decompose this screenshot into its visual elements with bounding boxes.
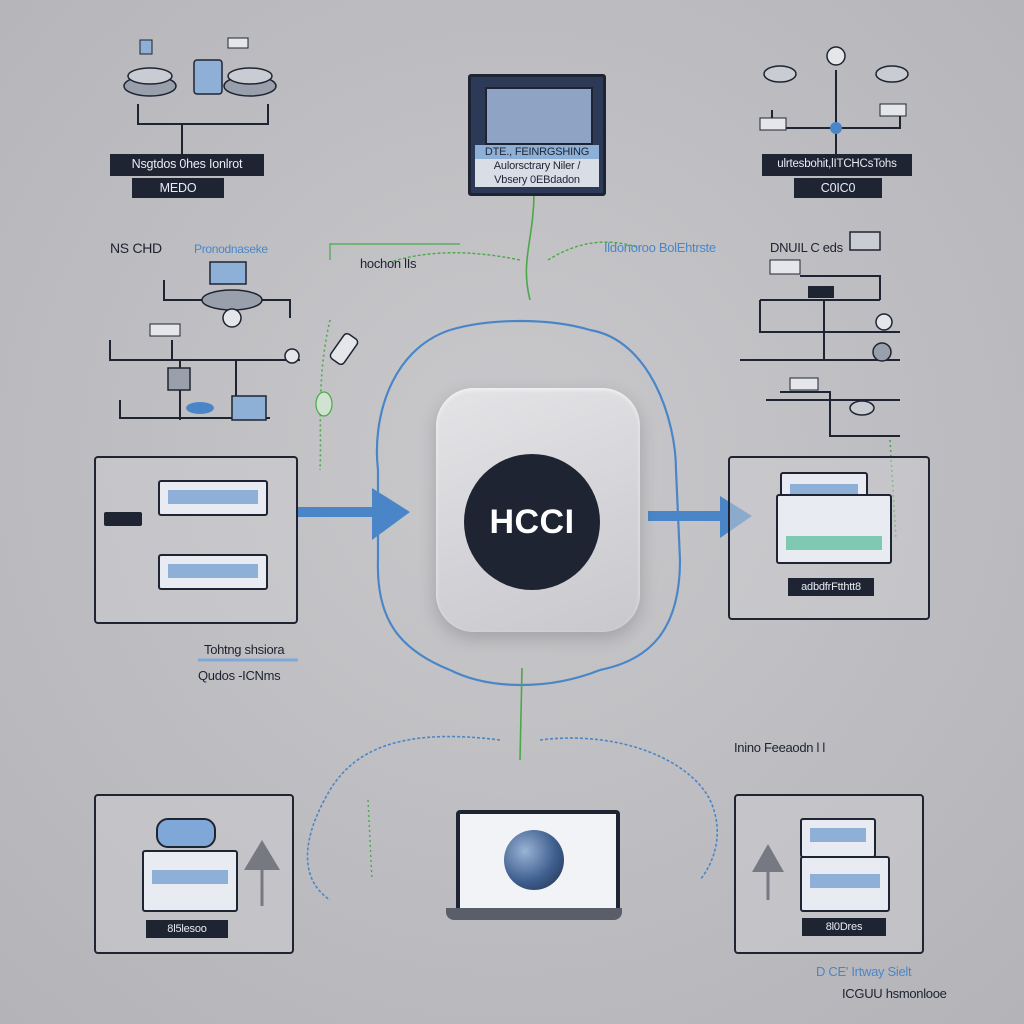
mid-right-label: Ildonoroo BolEhtrste bbox=[604, 240, 716, 255]
bottom-mid-label: Inino Feeaodn l l bbox=[734, 740, 826, 755]
mid-right-label2: DNUIL C eds bbox=[770, 240, 843, 255]
left-panel-caption1: Tohtng shsiora bbox=[204, 642, 285, 657]
top-center-monitor: DTE., FEINRGSHING Aulorsctrary Niler / V… bbox=[468, 74, 606, 196]
left-connector bbox=[104, 512, 142, 526]
wire-bottom-right bbox=[539, 737, 718, 881]
bottom-right-doc-back bbox=[800, 818, 876, 858]
devices-top-left bbox=[123, 37, 277, 97]
laptop-base bbox=[446, 908, 622, 920]
right-server-panel: adbdfrFtthtt8 bbox=[728, 456, 930, 620]
arrow-left-head bbox=[372, 488, 410, 540]
left-doc-2 bbox=[158, 554, 268, 590]
bottom-left-panel: 8l5lesoo bbox=[94, 794, 294, 954]
bottom-corner-label1: D CE' Irtway Sielt bbox=[816, 964, 912, 979]
left-doc-1 bbox=[158, 480, 268, 516]
wire-top-left-2 bbox=[329, 243, 460, 260]
wire-bottom-center bbox=[519, 667, 523, 761]
globe-icon bbox=[504, 830, 564, 890]
loop-right bbox=[589, 328, 682, 672]
right-doc-front bbox=[776, 494, 892, 564]
monitor-caption-line1: DTE., FEINRGSHING bbox=[475, 145, 599, 159]
wire-left-vertical bbox=[319, 319, 331, 471]
top-right-subtitle: C0IC0 bbox=[794, 178, 882, 198]
monitor-caption-line2: Aulorsctrary Niler / bbox=[493, 160, 581, 172]
top-right-title: ulrtesbohit,lITCHCsTohs bbox=[762, 154, 912, 176]
mid-center-left-label: hochon lIs bbox=[360, 256, 417, 271]
mid-left-label: Pronodnaseke bbox=[194, 242, 268, 256]
bottom-corner-label2: ICGUU hsmonlooe bbox=[842, 986, 947, 1001]
bottom-left-keyboard bbox=[142, 850, 238, 912]
bottom-right-panel: 8l0Dres bbox=[734, 794, 924, 954]
loop-top bbox=[449, 319, 591, 332]
bottom-right-label: 8l0Dres bbox=[802, 918, 886, 936]
right-panel-label: adbdfrFtthtt8 bbox=[788, 578, 874, 596]
bottom-right-doc-front bbox=[800, 856, 890, 912]
bottom-left-label: 8l5lesoo bbox=[146, 920, 228, 938]
devices-top-right bbox=[759, 46, 909, 134]
wire-top-center bbox=[525, 191, 535, 301]
loop-left bbox=[375, 328, 451, 672]
tree-mid-right bbox=[740, 275, 900, 437]
left-server-panel bbox=[94, 456, 298, 624]
devices-mid-left bbox=[149, 261, 300, 421]
loop-bottom bbox=[449, 668, 601, 687]
devices-mid-right bbox=[769, 231, 893, 416]
top-left-title: Nsgtdos 0hes Ionlrot bbox=[110, 154, 264, 176]
hub-label: HCCI bbox=[489, 502, 575, 541]
wire-top-left bbox=[389, 252, 521, 263]
monitor-caption: DTE., FEINRGSHING Aulorsctrary Niler / V… bbox=[475, 145, 599, 187]
wire-top-right bbox=[547, 241, 641, 261]
plug-left bbox=[315, 332, 359, 417]
monitor-caption-line3: Vbsery 0EBdadon bbox=[494, 174, 580, 186]
hub-circle: HCCI bbox=[464, 454, 600, 590]
bottom-left-device bbox=[156, 818, 216, 848]
tree-top-left bbox=[137, 104, 269, 156]
top-left-subtitle: MEDO bbox=[132, 178, 224, 198]
monitor-screen bbox=[485, 87, 593, 145]
mid-left-tag: NS CHD bbox=[110, 240, 162, 256]
wire-bottom-left bbox=[306, 735, 501, 901]
wire-bottom-green-left bbox=[367, 799, 373, 881]
left-panel-caption2: Qudos -ICNms bbox=[198, 668, 281, 683]
